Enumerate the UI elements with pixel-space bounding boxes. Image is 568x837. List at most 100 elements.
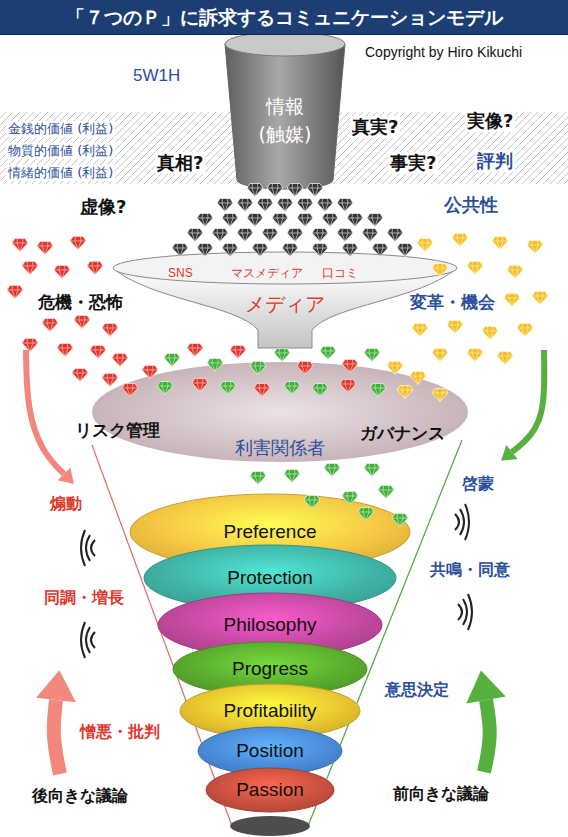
- gem-body: [254, 384, 270, 397]
- text-slot: SNS: [168, 262, 193, 281]
- gem-icon: [230, 346, 246, 359]
- gem-body: [337, 229, 353, 242]
- gem-body: [172, 244, 188, 257]
- gem-body: [222, 214, 238, 227]
- gem-body: [504, 294, 520, 307]
- gem-icon: [532, 292, 548, 305]
- sound-arc: [81, 530, 85, 566]
- title-bar: 「７つのＰ」に訴求するコミュニケーションモデル: [0, 0, 568, 35]
- node-text: メディア: [245, 292, 325, 316]
- gem-body: [284, 382, 300, 395]
- node-text: 利害関係者: [235, 437, 325, 459]
- gem-body: [362, 229, 378, 242]
- gem-facet: [372, 244, 388, 257]
- gem-facet: [497, 352, 513, 365]
- gem-body: [367, 214, 383, 227]
- funnel-top: [113, 252, 457, 284]
- gem-icon: [397, 244, 413, 257]
- gem-body: [74, 316, 90, 329]
- gem-body: [307, 184, 323, 197]
- gem-body: [164, 354, 180, 367]
- gem-facet: [452, 234, 468, 247]
- gem-facet: [340, 380, 356, 393]
- gem-facet: [250, 472, 266, 485]
- text-slot: Position: [198, 740, 342, 763]
- gem-icon: [362, 229, 378, 242]
- node-text: Profitability: [224, 700, 317, 723]
- gem-body: [212, 229, 228, 242]
- gem-icon: [237, 229, 253, 242]
- gem-body: [70, 237, 86, 250]
- gem-body: [257, 199, 273, 212]
- keyword-label: 評判: [475, 150, 515, 172]
- gem-icon: [220, 382, 236, 395]
- gem-facet: [312, 384, 328, 397]
- gem-facet: [250, 362, 266, 375]
- gem-facet: [492, 237, 508, 250]
- title-slot: 「７つのＰ」に訴求するコミュニケーションモデル: [0, 6, 568, 29]
- label-slot: 憎悪・批判: [80, 722, 160, 741]
- gem-icon: [274, 349, 290, 362]
- negative-label: 煽動: [50, 494, 82, 513]
- gem-facet: [112, 354, 128, 367]
- gem-facet: [297, 362, 313, 375]
- gem-body: [320, 347, 336, 360]
- gem-icon: [340, 380, 356, 393]
- gem-icon: [337, 229, 353, 242]
- gem-body: [312, 229, 328, 242]
- gem-body: [247, 214, 263, 227]
- node-text: Passion: [236, 779, 304, 802]
- gem-icon: [142, 366, 158, 379]
- gem-icon: [287, 229, 303, 242]
- gem-facet: [74, 316, 90, 329]
- gem-facet: [157, 382, 173, 395]
- sound-arc: [468, 594, 472, 630]
- gem-icon: [22, 339, 38, 352]
- sound-arc: [465, 504, 469, 540]
- label-slot: Copyright by Hiro Kikuchi: [365, 42, 522, 61]
- gem-facet: [527, 241, 543, 254]
- gem-icon: [207, 359, 223, 372]
- gem-body: [72, 369, 88, 382]
- label-slot: 啓蒙: [462, 474, 494, 493]
- gem-icon: [87, 262, 103, 275]
- gem-body: [187, 344, 203, 357]
- gem-body: [387, 362, 403, 375]
- gem-icon: [102, 324, 118, 337]
- gem-icon: [320, 347, 336, 360]
- gem-body: [187, 229, 203, 242]
- gem-body: [220, 382, 236, 395]
- gem-icon: [378, 486, 394, 499]
- gem-facet: [362, 229, 378, 242]
- gem-body: [452, 234, 468, 247]
- label-slot: 金銭的価値 (利益): [6, 118, 115, 137]
- gem-body: [217, 199, 233, 212]
- sound-waves: [81, 622, 95, 658]
- gem-icon: [312, 229, 328, 242]
- label-slot: 虚像?: [80, 196, 126, 218]
- label-slot: 危機・恐怖: [38, 292, 123, 312]
- value-label: 金銭的価値 (利益): [6, 121, 115, 137]
- label-slot: 事実?: [388, 152, 438, 174]
- gem-icon: [372, 244, 388, 257]
- gem-facet: [387, 362, 403, 375]
- gem-facet: [387, 229, 403, 242]
- gem-body: [237, 199, 253, 212]
- gem-body: [262, 229, 278, 242]
- label-slot: 前向きな議論: [393, 784, 489, 803]
- gem-icon: [392, 514, 408, 527]
- gem-facet: [277, 199, 293, 212]
- gem-icon: [272, 214, 288, 227]
- text-slot: メディア: [110, 292, 460, 316]
- gem-body: [90, 346, 106, 359]
- node-text: リスク管理: [75, 420, 160, 440]
- gem-facet: [274, 349, 290, 362]
- gem-icon: [347, 214, 363, 227]
- gem-body: [272, 214, 288, 227]
- gem-body: [102, 374, 118, 387]
- gem-body: [324, 464, 340, 477]
- side-heading: 後向きな議論: [32, 786, 128, 805]
- sound-arc: [458, 604, 462, 620]
- gem-facet: [57, 344, 73, 357]
- gem-facet: [322, 214, 338, 227]
